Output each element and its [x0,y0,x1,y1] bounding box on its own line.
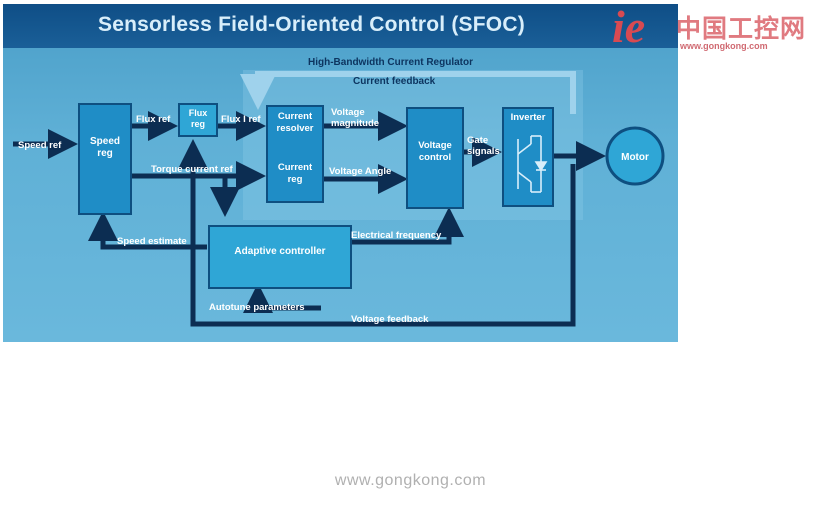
footer-watermark-url: www.gongkong.com [334,472,487,489]
inverter-block: Inverter [502,107,554,207]
gate-signals-label-1: Gate [467,135,488,146]
svg-text:Speed: Speed [90,136,120,147]
svg-text:reg: reg [288,174,303,185]
svg-text:control: control [419,152,451,163]
speed-ref-label: Speed ref [18,140,62,151]
voltage-control-block: Voltage control [406,107,464,209]
adaptive-controller-block: Adaptive controller [208,225,352,289]
speed-estimate-label: Speed estimate [117,236,187,247]
diagram-panel: Sensorless Field-Oriented Control (SFOC)… [3,4,678,342]
gate-signals-label-2: signals [467,146,500,157]
autotune-parameters-label: Autotune parameters [209,302,305,313]
current-feedback-label: Current feedback [353,76,436,87]
flux-i-ref-label: Flux I ref [221,114,261,125]
current-feedback-loop [240,71,576,114]
speed-estimate-wire [88,211,207,250]
voltage-magnitude-label-1: Voltage [331,107,365,118]
autotune-parameters-wire [243,283,321,313]
svg-text:reg: reg [191,119,205,129]
watermark-logo-text: 中国工控网 [676,15,807,43]
title-bar: Sensorless Field-Oriented Control (SFOC) [3,4,678,48]
electrical-frequency-label: Electrical frequency [351,230,442,241]
svg-text:reg: reg [97,148,113,159]
speed-reg-block: Speed reg [78,103,132,215]
voltage-angle-label: Voltage Angle [329,166,391,177]
flux-reg-block: Flux reg [178,103,218,137]
flux-ref-label: Flux ref [136,114,171,125]
voltage-feedback-label: Voltage feedback [351,314,429,325]
regulator-title: High-Bandwidth Current Regulator [308,57,473,68]
torque-current-ref-label: Torque current ref [151,164,233,175]
svg-text:Adaptive controller: Adaptive controller [234,246,325,257]
diagram-title: Sensorless Field-Oriented Control (SFOC) [98,13,525,36]
motor-block: Motor [605,126,665,186]
electrical-frequency-wire [348,207,464,245]
voltage-feedback-wire [190,164,576,327]
svg-text:Flux: Flux [189,108,208,118]
igbt-icon [517,135,548,193]
svg-text:Voltage: Voltage [418,140,452,151]
svg-text:resolver: resolver [277,123,314,134]
watermark-logo-url: www.gongkong.com [680,41,768,51]
svg-text:Current: Current [278,162,313,173]
svg-text:Motor: Motor [621,152,649,163]
svg-text:Current: Current [278,111,313,122]
current-resolver-reg-block: Current resolver Current reg [266,105,324,203]
block-diagram: High-Bandwidth Current Regulator Current… [13,57,665,327]
voltage-magnitude-label-2: magnitude [331,118,379,129]
watermark-logo-mark: ie [612,1,646,52]
svg-text:Inverter: Inverter [511,112,546,123]
